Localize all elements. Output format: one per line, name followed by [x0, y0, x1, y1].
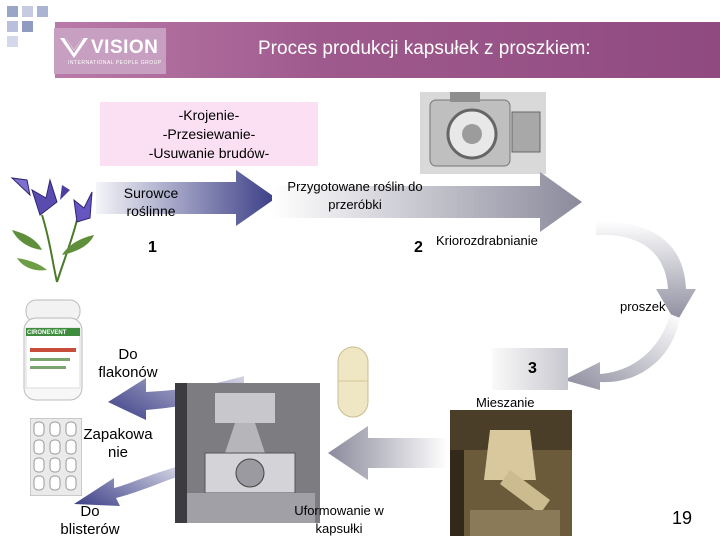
step-line: -Krojenie-: [178, 106, 240, 123]
step-line: -Usuwanie brudów-: [148, 144, 270, 161]
prepared-plants-label: Przygotowane roślin do przeróbki: [287, 179, 423, 212]
corner-square: [22, 21, 33, 32]
arrow-powder-to-mixing: [564, 314, 680, 390]
step-number-2: 2: [414, 239, 423, 256]
logo-text: VISION: [91, 37, 159, 58]
corner-square: [22, 6, 33, 17]
blister-photo: [30, 418, 82, 496]
corner-square: [7, 36, 18, 47]
arrow-cryo-to-powder: [596, 221, 696, 323]
bottle-photo: [23, 299, 83, 401]
arrow-mixing-to-forming: [328, 426, 448, 480]
raw-plants-label: Surowce roślinne: [123, 185, 179, 219]
corner-square: [37, 6, 48, 17]
capsule-machine-photo: [175, 383, 320, 523]
to-bottles-label: Do flakonów: [98, 346, 158, 381]
step-number-1: 1: [148, 239, 157, 256]
grinder-photo: [420, 92, 546, 174]
corner-square: [7, 21, 18, 32]
arrow-raw-to-prepared: [96, 170, 276, 226]
corner-square: [7, 6, 18, 17]
logo-mark-icon: [60, 37, 88, 58]
cryo-label: Kriorozdrabnianie: [436, 233, 538, 248]
forming-label: Uformowanie w kapsułki: [294, 503, 384, 536]
flower-illustration: [10, 177, 94, 283]
packaging-label: Zapakowa nie: [83, 426, 153, 461]
step-line: -Przesiewanie-: [162, 125, 256, 142]
arrow-to-blisters: [74, 444, 186, 506]
page-title: Proces produkcji kapsułek z proszkiem:: [258, 38, 591, 59]
capsule-photo: [337, 346, 369, 418]
mixing-label: Mieszanie: [476, 395, 535, 410]
step-number-3: 3: [528, 360, 537, 377]
page-number: 19: [672, 508, 693, 528]
to-blisters-label: Do blisterów: [60, 503, 120, 538]
mixing-machine-photo: [450, 410, 572, 536]
bottle-label-text: CIRONEVENT: [27, 330, 67, 336]
processing-steps-box: -Krojenie- -Przesiewanie- -Usuwanie brud…: [100, 102, 318, 166]
arrow-prepared-to-cryo: [272, 172, 582, 232]
powder-label: proszek: [620, 299, 666, 314]
step-3-box: [492, 348, 568, 390]
logo-subtext: INTERNATIONAL PEOPLE GROUP: [68, 60, 162, 66]
